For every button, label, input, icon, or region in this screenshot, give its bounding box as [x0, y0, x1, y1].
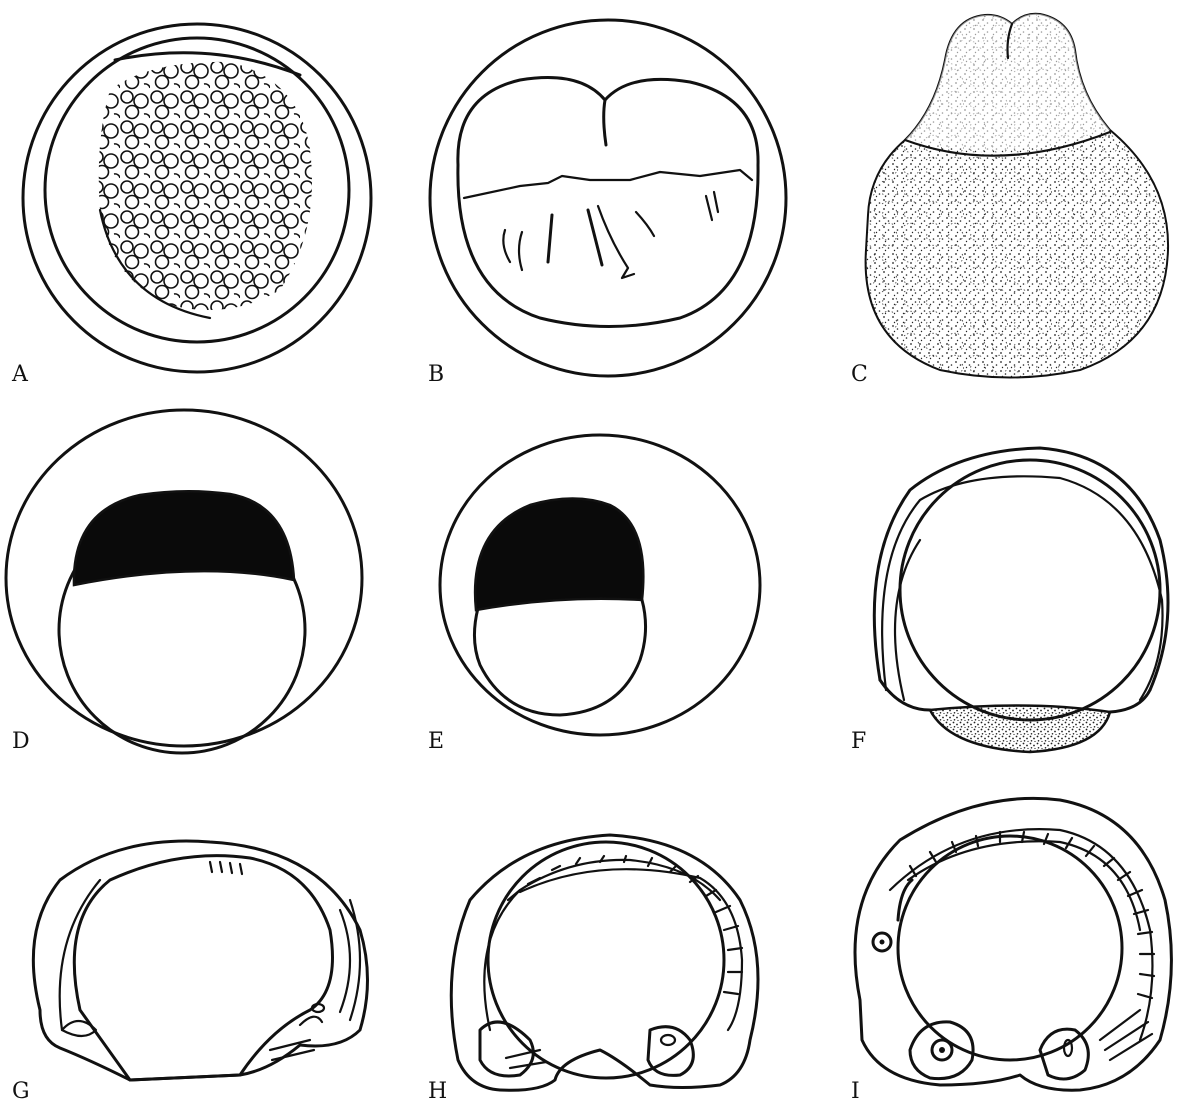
panel-i-label: I: [851, 1079, 860, 1104]
panel-h: H: [428, 835, 758, 1104]
panel-a-label: A: [11, 362, 29, 387]
panel-b-label: B: [428, 362, 444, 387]
panel-e-label: E: [428, 729, 444, 754]
panel-f: F: [851, 448, 1168, 754]
panel-a: A: [11, 24, 371, 387]
panel-f-label: F: [851, 729, 866, 754]
panel-h-label: H: [428, 1079, 447, 1104]
panel-g: G: [12, 841, 368, 1104]
panel-b: B: [428, 20, 786, 387]
panel-g-label: G: [12, 1079, 30, 1104]
panel-c-label: C: [851, 362, 868, 387]
panel-e: E: [428, 435, 760, 754]
panel-i: I: [851, 798, 1171, 1104]
panel-d-label: D: [12, 729, 30, 754]
panel-d: D: [6, 410, 362, 754]
panel-c: C: [851, 14, 1168, 387]
